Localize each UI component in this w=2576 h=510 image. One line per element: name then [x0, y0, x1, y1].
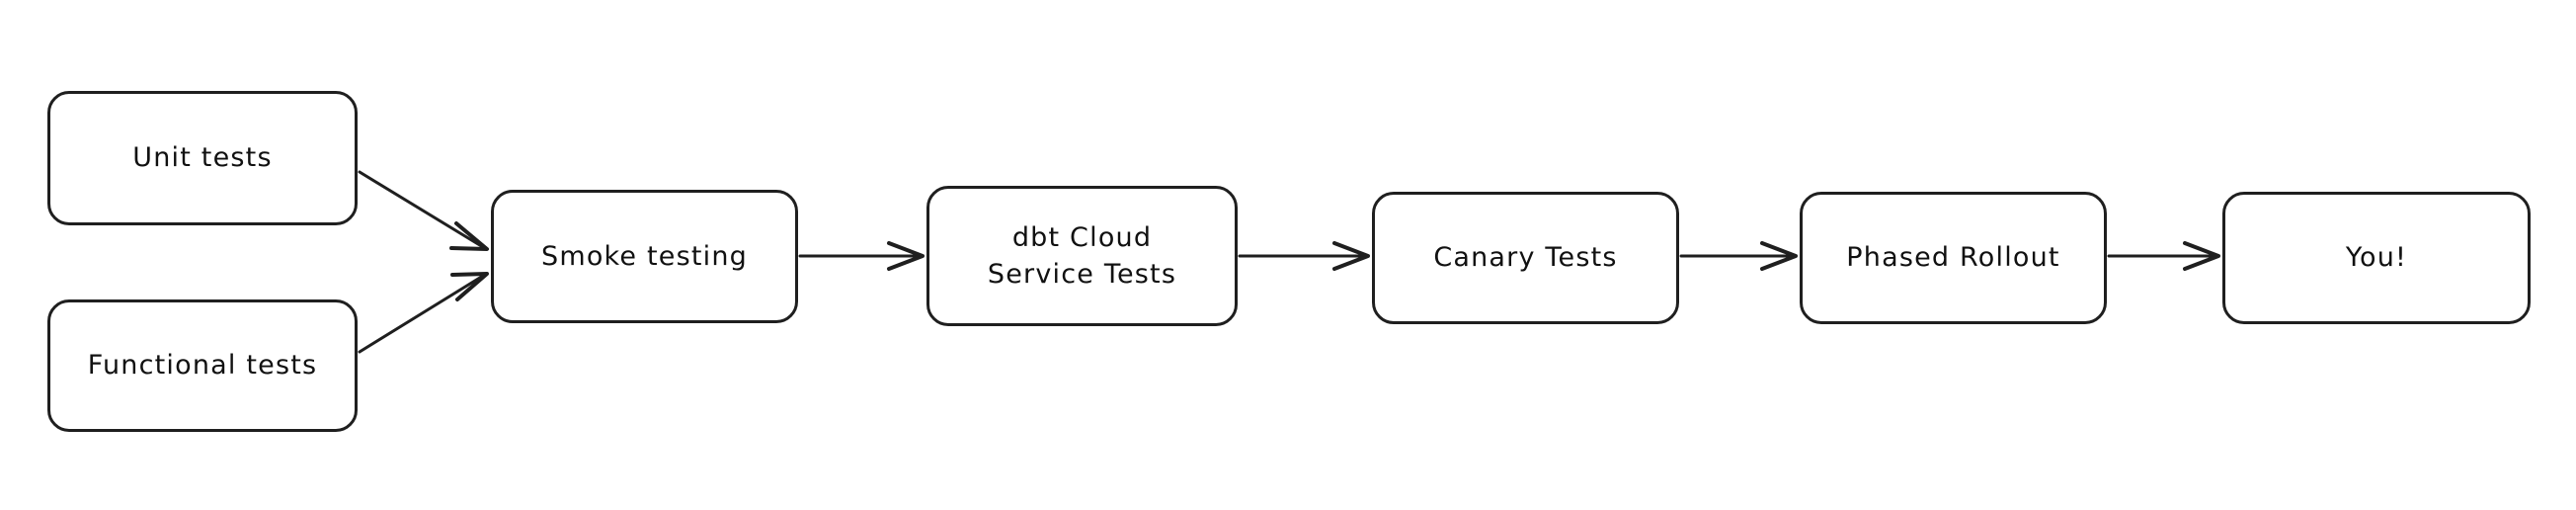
arrowhead-icon-dbt-to-canary [1332, 241, 1370, 271]
node-phased-rollout[interactable]: Phased Rollout [1800, 192, 2107, 324]
node-label-functional-tests: Functional tests [87, 350, 318, 382]
node-label-smoke-testing: Smoke testing [540, 240, 749, 272]
node-you[interactable]: You! [2222, 192, 2531, 324]
node-label-phased-rollout: Phased Rollout [1846, 242, 2060, 274]
edge-smoke-to-dbt [798, 241, 925, 271]
edge-canary-to-phased [1679, 241, 1798, 271]
node-label-you: You! [2345, 242, 2408, 274]
edge-line-functional-to-smoke [358, 274, 485, 354]
node-unit-tests[interactable]: Unit tests [47, 91, 358, 225]
node-label-dbt-cloud-service-tests: dbt Cloud Service Tests [987, 221, 1177, 290]
arrowhead-icon-smoke-to-dbt [887, 241, 925, 271]
arrowhead-icon-functional-to-smoke [450, 272, 489, 301]
edge-line-unit-to-smoke [358, 170, 485, 249]
node-dbt-cloud-service-tests[interactable]: dbt Cloud Service Tests [926, 186, 1238, 326]
edge-unit-to-smoke [358, 170, 489, 251]
edge-phased-to-you [2107, 241, 2220, 271]
edge-functional-to-smoke [358, 272, 489, 354]
arrowhead-icon-unit-to-smoke [449, 221, 489, 251]
arrowhead-icon-phased-to-you [2183, 241, 2220, 271]
node-smoke-testing[interactable]: Smoke testing [491, 190, 798, 323]
node-functional-tests[interactable]: Functional tests [47, 299, 358, 432]
node-label-canary-tests: Canary Tests [1433, 242, 1618, 274]
edge-dbt-to-canary [1238, 241, 1370, 271]
node-canary-tests[interactable]: Canary Tests [1372, 192, 1679, 324]
arrowhead-icon-canary-to-phased [1760, 241, 1798, 271]
node-label-unit-tests: Unit tests [132, 142, 273, 174]
